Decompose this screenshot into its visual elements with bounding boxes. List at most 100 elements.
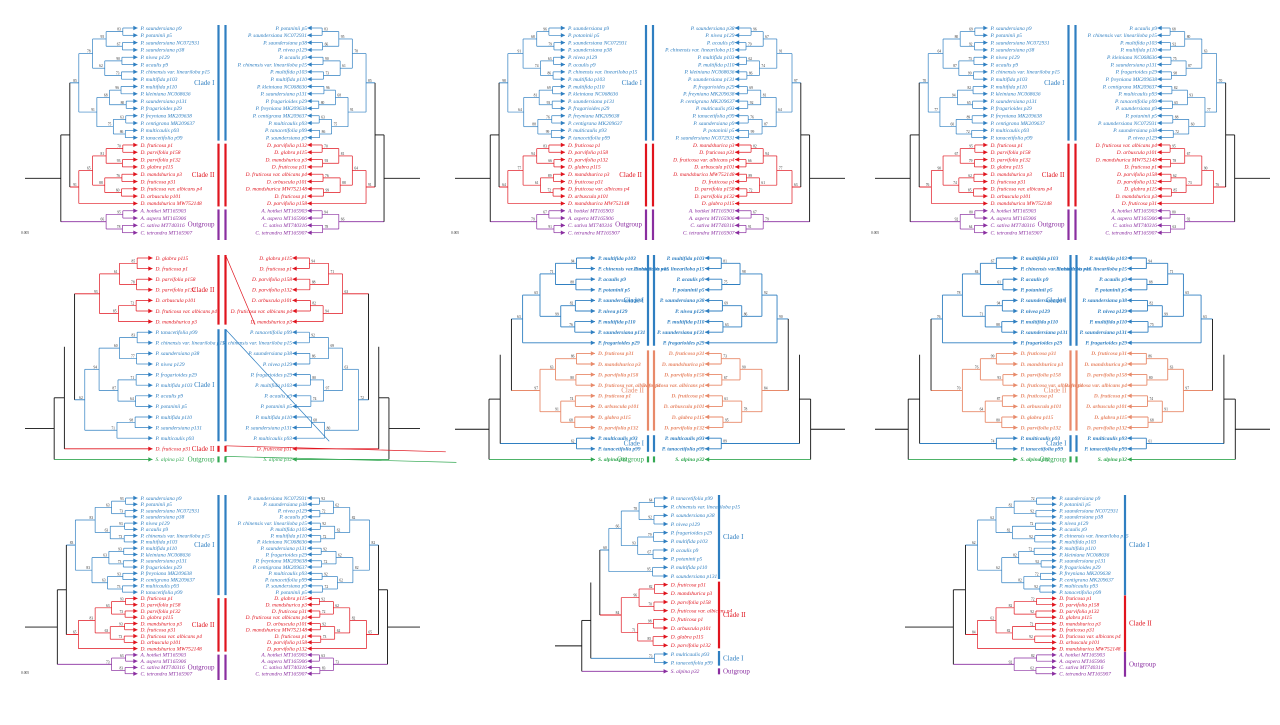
support-value: 63 — [105, 529, 109, 533]
taxon-label: P. saundersiana p38 — [155, 351, 200, 357]
taxon-label: P. saundersiana p38 — [670, 513, 715, 519]
triangle-icon — [590, 446, 596, 451]
taxon-label: P. fragarioides p29 — [265, 98, 308, 105]
taxon-label: C. sativa MT740316 — [1059, 665, 1103, 671]
triangle-icon — [307, 215, 312, 221]
support-value: 91 — [91, 108, 95, 112]
triangle-icon — [133, 665, 138, 670]
taxon-label: P. saundersiana p9 — [692, 121, 734, 127]
support-value: 80 — [1149, 376, 1153, 380]
support-value: 83 — [322, 667, 326, 671]
support-value: 73 — [335, 660, 339, 664]
triangle-icon — [1157, 69, 1162, 75]
triangle-icon — [1013, 255, 1018, 261]
triangle-icon — [133, 658, 138, 664]
triangle-icon — [590, 361, 596, 367]
taxon-label: D. fruticosa p31 — [1121, 200, 1157, 207]
triangle-icon — [307, 157, 312, 162]
taxon-label: P. fragarioides p29 — [663, 341, 705, 347]
taxon-label: P. multifida p110 — [155, 414, 193, 421]
support-value: 82 — [372, 541, 376, 545]
triangle-icon — [307, 658, 312, 664]
triangle-icon — [1157, 215, 1162, 221]
taxon-label: P. saundersiana p9 — [1058, 496, 1100, 502]
triangle-icon — [734, 91, 740, 96]
triangle-icon — [663, 530, 668, 535]
triangle-icon — [560, 106, 566, 111]
triangle-icon — [133, 142, 138, 148]
triangle-icon — [133, 508, 138, 513]
taxon-label: P. tanacetifolia p99 — [567, 134, 610, 141]
triangle-icon — [983, 55, 988, 60]
support-value: 92 — [311, 334, 315, 338]
triangle-icon — [133, 98, 138, 104]
triangle-icon — [133, 135, 138, 140]
triangle-icon — [590, 393, 596, 398]
support-value: 88 — [1175, 115, 1179, 119]
taxon-label: D. arbuscula p101 — [663, 404, 705, 410]
triangle-icon — [1157, 62, 1162, 67]
triangle-icon — [307, 164, 312, 170]
taxon-label: D. fruticosa p31 — [698, 149, 734, 156]
triangle-icon — [663, 599, 668, 605]
triangle-icon — [307, 633, 312, 639]
taxon-label: D. parvifolia p158 — [597, 372, 639, 378]
triangle-icon — [983, 47, 988, 53]
support-value: 92 — [1009, 660, 1013, 664]
taxon-label: P. chinensis var. lineariloba p15 — [140, 70, 211, 76]
triangle-icon — [1052, 589, 1057, 595]
triangle-icon — [133, 646, 138, 651]
support-value: 82 — [1009, 503, 1013, 507]
support-value: 76 — [975, 365, 979, 369]
support-value: 85 — [647, 637, 651, 641]
triangle-icon — [734, 33, 740, 38]
triangle-icon — [292, 287, 297, 292]
support-value: 88 — [996, 323, 1000, 327]
taxon-label: A. hottkei MT165903 — [260, 653, 307, 659]
triangle-icon — [1127, 298, 1132, 303]
support-value: 93 — [120, 497, 124, 501]
support-value: 65 — [967, 101, 971, 105]
triangle-icon — [983, 76, 988, 82]
triangle-icon — [983, 106, 988, 111]
triangle-icon — [590, 277, 596, 282]
support-value: 72 — [360, 396, 364, 400]
taxon-label: C. sativa MT740316 — [991, 223, 1035, 229]
support-value: 65 — [1185, 291, 1189, 295]
support-value: 95 — [341, 35, 345, 39]
triangle-icon — [1157, 128, 1162, 133]
triangle-icon — [560, 223, 566, 228]
taxon-label: P. fragarioides p29 — [598, 341, 640, 347]
triangle-icon — [307, 546, 312, 551]
taxon-label: P. tanacetifolia p99 — [598, 447, 641, 453]
taxon-label: D. glabra p115 — [1123, 187, 1157, 193]
triangle-icon — [1127, 393, 1132, 398]
support-value: 90 — [779, 315, 783, 319]
support-value: 86 — [744, 312, 748, 316]
triangle-icon — [590, 266, 596, 271]
taxon-label: P. tanacetifolia p99 — [1114, 98, 1157, 105]
support-value: 73 — [118, 560, 122, 564]
triangle-icon — [1157, 40, 1162, 45]
triangle-icon — [1157, 142, 1162, 148]
support-value: 62 — [338, 554, 342, 558]
triangle-icon — [148, 330, 153, 335]
taxon-label: P. centigrana MK209637 — [252, 114, 308, 120]
triangle-icon — [704, 361, 710, 367]
taxon-label: P. fragarioides p29 — [265, 551, 308, 558]
taxon-label: S. alpina p32 — [598, 457, 628, 463]
taxon-label: P. multifida p103 — [598, 256, 636, 262]
taxon-label: D. glabra p115 — [670, 634, 704, 640]
taxon-label: P. fragarioides p29 — [140, 105, 183, 112]
support-value: 88 — [342, 181, 346, 185]
triangle-icon — [133, 201, 138, 206]
support-value: 70 — [957, 387, 961, 391]
support-value: 91 — [368, 183, 372, 187]
triangle-icon — [663, 643, 668, 648]
triangle-icon — [1157, 172, 1162, 177]
triangle-icon — [292, 298, 297, 303]
support-value: 96 — [115, 86, 119, 90]
taxon-label: D. parvifolia p132 — [663, 425, 705, 431]
taxon-label: A. hottkei MT165903 — [140, 653, 187, 659]
